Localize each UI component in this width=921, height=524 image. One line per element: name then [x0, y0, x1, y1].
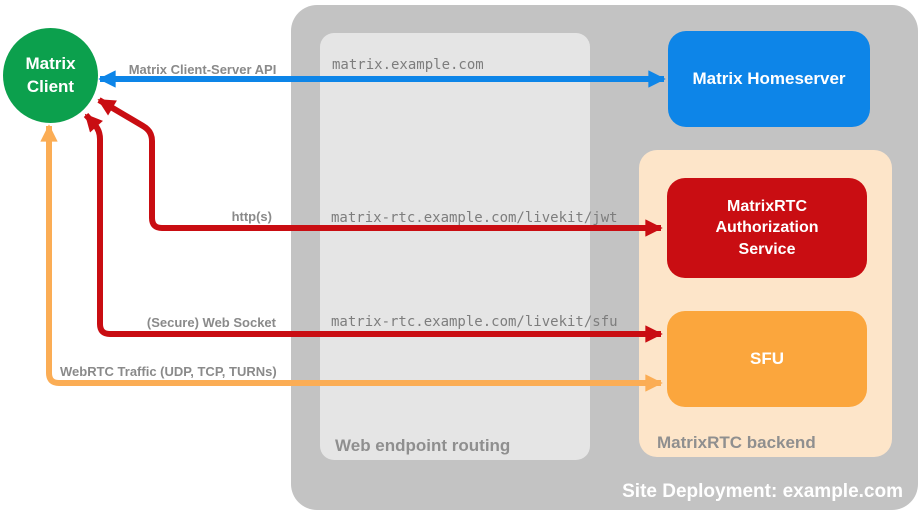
matrix-homeserver-label: Matrix Homeserver	[692, 69, 846, 88]
node-matrixrtc-authorization-service: MatrixRTC Authorization Service	[667, 178, 867, 278]
node-sfu: SFU	[667, 311, 867, 407]
route-livekit-jwt: matrix-rtc.example.com/livekit/jwt	[331, 210, 618, 226]
sfu-label: SFU	[750, 349, 784, 368]
webrtc-arrow-label: WebRTC Traffic (UDP, TCP, TURNs)	[60, 364, 277, 379]
web-endpoint-routing-label: Web endpoint routing	[335, 436, 511, 455]
route-livekit-sfu: matrix-rtc.example.com/livekit/sfu	[331, 314, 618, 330]
api-arrow-label: Matrix Client-Server API	[128, 62, 277, 77]
site-deployment-label: Site Deployment: example.com	[622, 481, 903, 502]
route-matrix-example-com: matrix.example.com	[332, 57, 484, 73]
http-arrow-label: http(s)	[231, 209, 272, 224]
matrix-client-label: Matrix Client	[25, 54, 76, 96]
matrixrtc-backend-label: MatrixRTC backend	[657, 433, 816, 452]
node-matrix-homeserver: Matrix Homeserver	[668, 31, 870, 127]
node-matrix-client: Matrix Client	[3, 28, 98, 123]
authorization-service-label: MatrixRTC Authorization Service	[715, 197, 819, 258]
web-endpoint-routing-zone	[320, 33, 590, 460]
websocket-arrow-label: (Secure) Web Socket	[146, 315, 276, 330]
